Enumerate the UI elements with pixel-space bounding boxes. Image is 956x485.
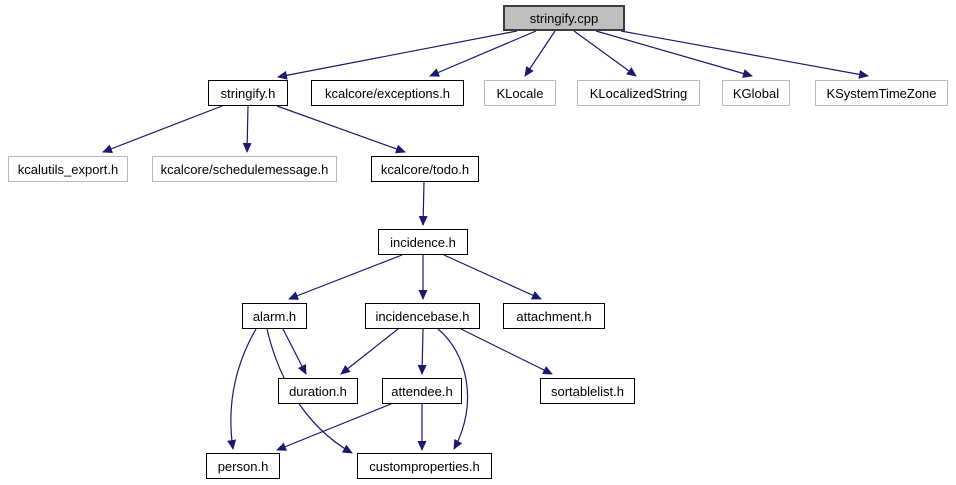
node-ksystemtimezone: KSystemTimeZone: [815, 80, 948, 106]
node-attendee-h[interactable]: attendee.h: [382, 378, 462, 404]
edge-incidencebase-h-to-customproperties-h: [437, 328, 469, 450]
edge-stringify-cpp-to-kcalcore-exceptions-h: [429, 30, 537, 77]
node-klocalizedstring: KLocalizedString: [577, 80, 700, 106]
node-incidence-h[interactable]: incidence.h: [378, 229, 468, 255]
node-sortablelist-h[interactable]: sortablelist.h: [540, 378, 635, 404]
node-klocale: KLocale: [484, 80, 556, 106]
edge-kcalcore-todo-h-to-incidence-h: [418, 181, 428, 226]
edge-incidence-h-to-attachment-h: [443, 254, 542, 300]
edge-stringify-cpp-to-kglobal: [595, 30, 753, 78]
edge-alarm-h-to-duration-h: [282, 328, 307, 375]
node-attachment-h[interactable]: attachment.h: [503, 303, 605, 329]
node-person-h[interactable]: person.h: [206, 453, 280, 479]
edge-stringify-cpp-to-ksystemtimezone: [620, 30, 869, 79]
edge-alarm-h-to-person-h: [227, 328, 257, 450]
node-duration-h[interactable]: duration.h: [278, 378, 358, 404]
edge-stringify-cpp-to-klocale: [524, 30, 556, 77]
node-kcalcore-schedulemessage-h: kcalcore/schedulemessage.h: [152, 156, 337, 182]
node-incidencebase-h[interactable]: incidencebase.h: [365, 303, 480, 329]
edge-incidencebase-h-to-attendee-h: [417, 328, 427, 375]
edge-incidencebase-h-to-duration-h: [340, 328, 399, 375]
edge-incidencebase-h-to-sortablelist-h: [460, 328, 553, 375]
node-kcalcore-todo-h[interactable]: kcalcore/todo.h: [371, 156, 479, 182]
edge-attendee-h-to-person-h: [276, 403, 392, 451]
node-kcalcore-exceptions-h[interactable]: kcalcore/exceptions.h: [311, 80, 464, 106]
edge-stringify-h-to-kcalcore-schedulemessage-h: [242, 105, 252, 153]
node-kglobal: KGlobal: [722, 80, 790, 106]
edge-incidence-h-to-alarm-h: [288, 254, 403, 300]
node-kcalutils-export-h: kcalutils_export.h: [8, 156, 128, 182]
node-stringify-cpp: stringify.cpp: [503, 5, 625, 31]
node-customproperties-h[interactable]: customproperties.h: [357, 453, 492, 479]
edge-stringify-h-to-kcalutils-export-h: [102, 105, 223, 153]
edge-stringify-cpp-to-klocalizedstring: [573, 30, 637, 77]
edge-stringify-cpp-to-stringify-h: [277, 30, 518, 80]
node-alarm-h[interactable]: alarm.h: [242, 303, 307, 329]
node-stringify-h[interactable]: stringify.h: [208, 80, 288, 106]
edge-stringify-h-to-kcalcore-todo-h: [276, 105, 406, 154]
